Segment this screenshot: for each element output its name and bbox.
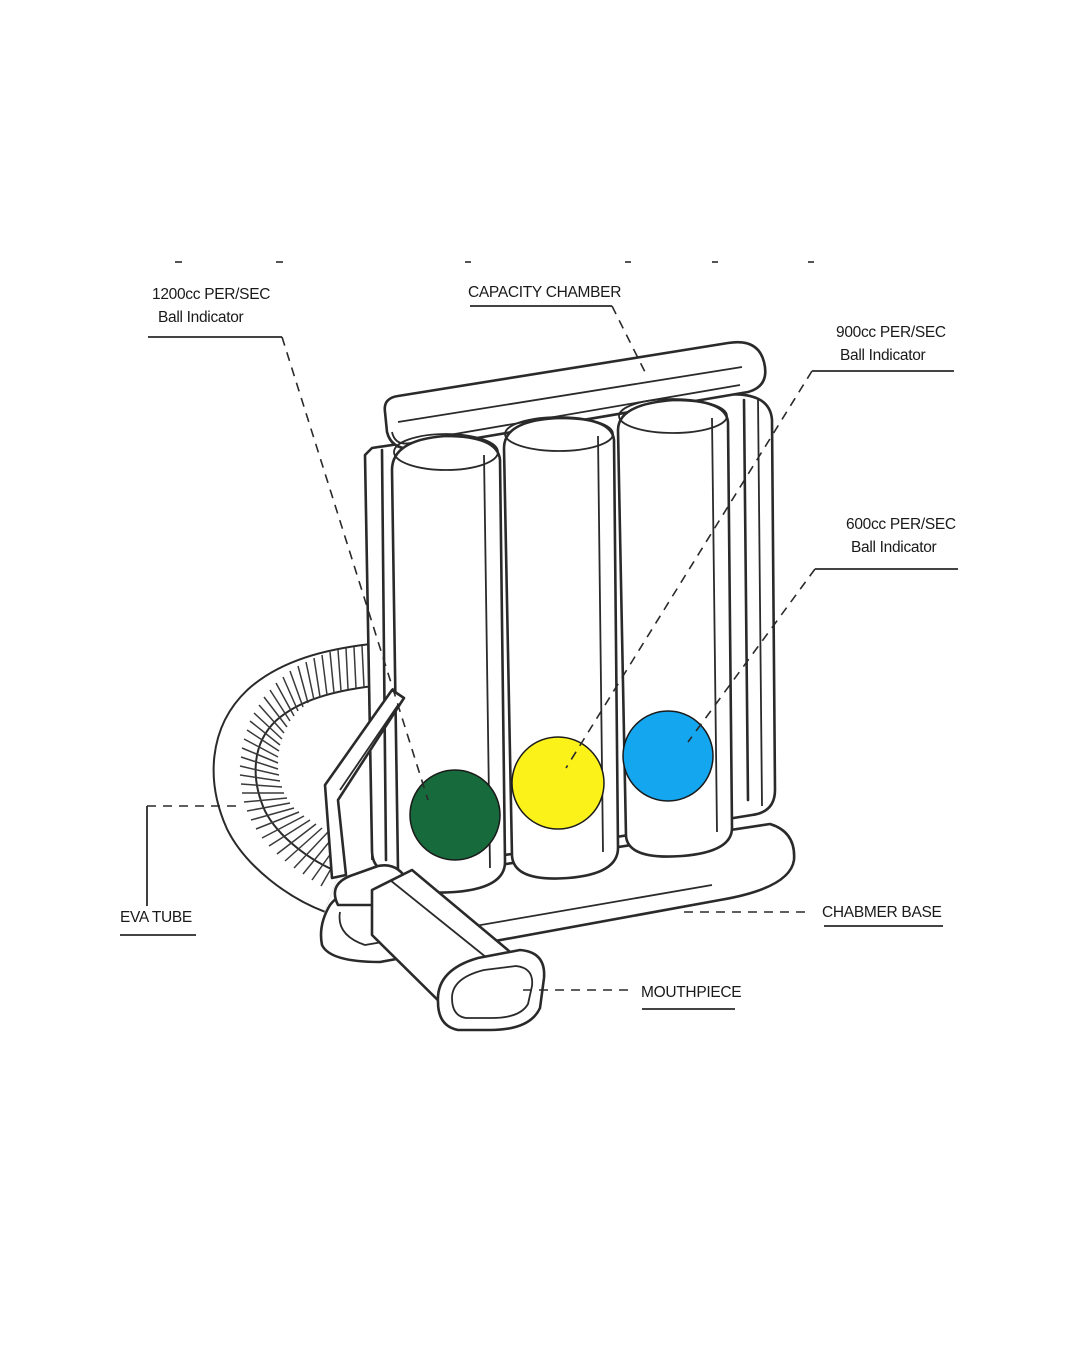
label-ball-600-line1: 600cc PER/SEC <box>846 516 956 533</box>
label-capacity-chamber: CAPACITY CHAMBER <box>468 284 621 301</box>
mouthpiece <box>333 864 546 1032</box>
leader-lines <box>120 305 958 1010</box>
label-ball-600-line2: Ball Indicator <box>851 539 937 556</box>
tube-clip <box>323 688 406 880</box>
label-mouthpiece: MOUTHPIECE <box>641 984 741 1001</box>
label-ball-900-line1: 900cc PER/SEC <box>836 324 946 341</box>
label-ball-1200-line2: Ball Indicator <box>158 309 244 326</box>
ball-indicators <box>409 710 714 861</box>
ball-900cc-yellow <box>511 736 605 830</box>
ball-1200cc-green <box>409 769 501 861</box>
label-chamber-base: CHABMER BASE <box>822 904 942 921</box>
label-ball-1200-line1: 1200cc PER/SEC <box>152 286 270 303</box>
label-ball-900-line2: Ball Indicator <box>840 347 926 364</box>
eva-tube <box>212 643 375 913</box>
callout-labels: 1200cc PER/SEC Ball Indicator CAPACITY C… <box>120 284 956 1001</box>
label-eva-tube: EVA TUBE <box>120 909 192 926</box>
ball-600cc-blue <box>622 710 714 802</box>
